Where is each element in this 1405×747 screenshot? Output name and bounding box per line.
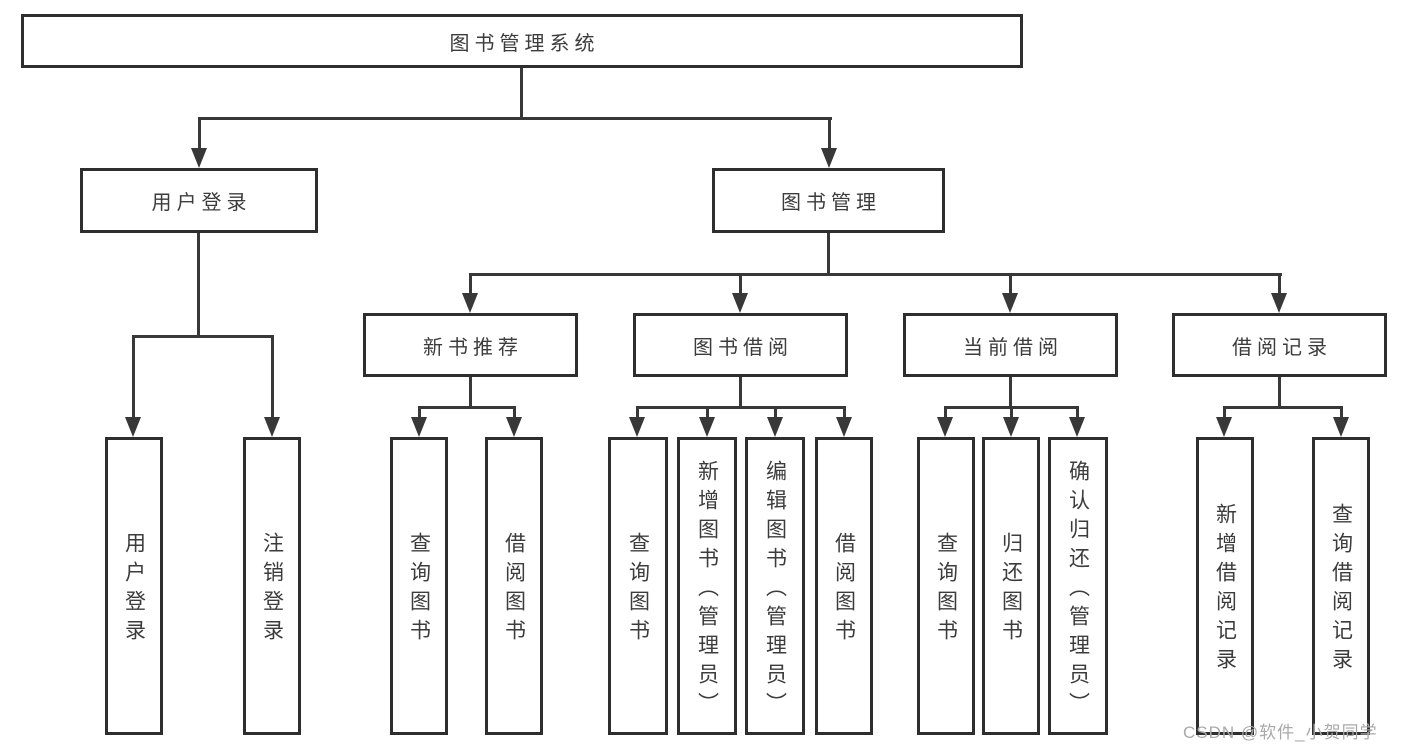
arrow-down-icon [125, 417, 141, 437]
leaf-current-query: 查询图书 [917, 437, 975, 735]
arrow-down-icon [1216, 417, 1232, 437]
connector-borrow-split [636, 406, 845, 409]
arrow-down-icon [191, 148, 207, 168]
connector-mgmt-drop [827, 233, 830, 273]
connector-borrow-drop [739, 377, 742, 406]
arrow-down-icon [506, 417, 522, 437]
connector-record-drop [1278, 377, 1281, 406]
connector-stem [706, 406, 709, 419]
arrow-down-icon [1002, 293, 1018, 313]
connector-stem [1223, 406, 1226, 419]
connector-stem [774, 406, 777, 419]
leaf-newbook-query: 查询图书 [390, 437, 448, 735]
leaf-borrow-book: 借阅图书 [815, 437, 873, 735]
connector-root-drop [520, 68, 523, 117]
arrow-down-icon [1333, 417, 1349, 437]
node-current-borrow: 当前借阅 [903, 313, 1118, 377]
connector-stem [469, 273, 472, 295]
node-new-book-recommend: 新书推荐 [363, 313, 578, 377]
leaf-borrow-query: 查询图书 [608, 437, 668, 735]
connector-stem [1009, 273, 1012, 295]
arrow-down-icon [937, 417, 953, 437]
arrow-down-icon [629, 417, 645, 437]
connector-stem [944, 406, 947, 419]
leaf-current-confirm-return-admin: 确认归还（管理员） [1048, 437, 1108, 735]
connector-stem [132, 335, 135, 419]
connector-stem [1340, 406, 1343, 419]
arrow-down-icon [821, 148, 837, 168]
arrow-down-icon [836, 417, 852, 437]
arrow-down-icon [732, 293, 748, 313]
arrow-down-icon [1069, 417, 1085, 437]
connector-stem [1076, 406, 1079, 419]
connector-level3-split [469, 273, 1282, 276]
node-borrow-record: 借阅记录 [1172, 313, 1387, 377]
arrow-down-icon [767, 417, 783, 437]
arrow-down-icon [264, 417, 280, 437]
connector-stem [739, 273, 742, 295]
connector-stem [418, 406, 421, 419]
leaf-record-add: 新增借阅记录 [1196, 437, 1254, 735]
arrow-down-icon [1271, 293, 1287, 313]
connector-stem [271, 335, 274, 419]
arrow-down-icon [1003, 417, 1019, 437]
leaf-borrow-edit-admin: 编辑图书（管理员） [745, 437, 805, 735]
connector-current-drop [1009, 377, 1012, 406]
connector-stem [843, 406, 846, 419]
leaf-logout: 注销登录 [243, 437, 301, 735]
connector-stem [636, 406, 639, 419]
node-book-borrow: 图书借阅 [633, 313, 848, 377]
leaf-current-return: 归还图书 [982, 437, 1040, 735]
connector-record-split [1223, 406, 1343, 409]
leaf-borrow-add-admin: 新增图书（管理员） [677, 437, 737, 735]
node-book-management: 图书管理 [712, 168, 945, 233]
arrow-down-icon [462, 293, 478, 313]
connector-stem [1010, 406, 1013, 419]
connector-stem [828, 117, 831, 150]
connector-stem [1278, 273, 1281, 295]
node-root-library-system: 图书管理系统 [21, 14, 1023, 68]
leaf-newbook-borrow: 借阅图书 [485, 437, 543, 735]
connector-stem [513, 406, 516, 419]
arrow-down-icon [411, 417, 427, 437]
connector-userlogin-drop [197, 233, 200, 335]
connector-stem [198, 117, 201, 150]
csdn-watermark: CSDN @软件_小贺同学 [1183, 723, 1378, 742]
leaf-record-query: 查询借阅记录 [1312, 437, 1370, 735]
connector-level2-split [198, 117, 832, 120]
connector-userlogin-split [132, 335, 274, 338]
connector-newbook-split [418, 406, 516, 409]
arrow-down-icon [699, 417, 715, 437]
leaf-user-login: 用户登录 [105, 437, 163, 735]
node-user-login: 用户登录 [80, 168, 318, 233]
connector-newbook-drop [469, 377, 472, 406]
